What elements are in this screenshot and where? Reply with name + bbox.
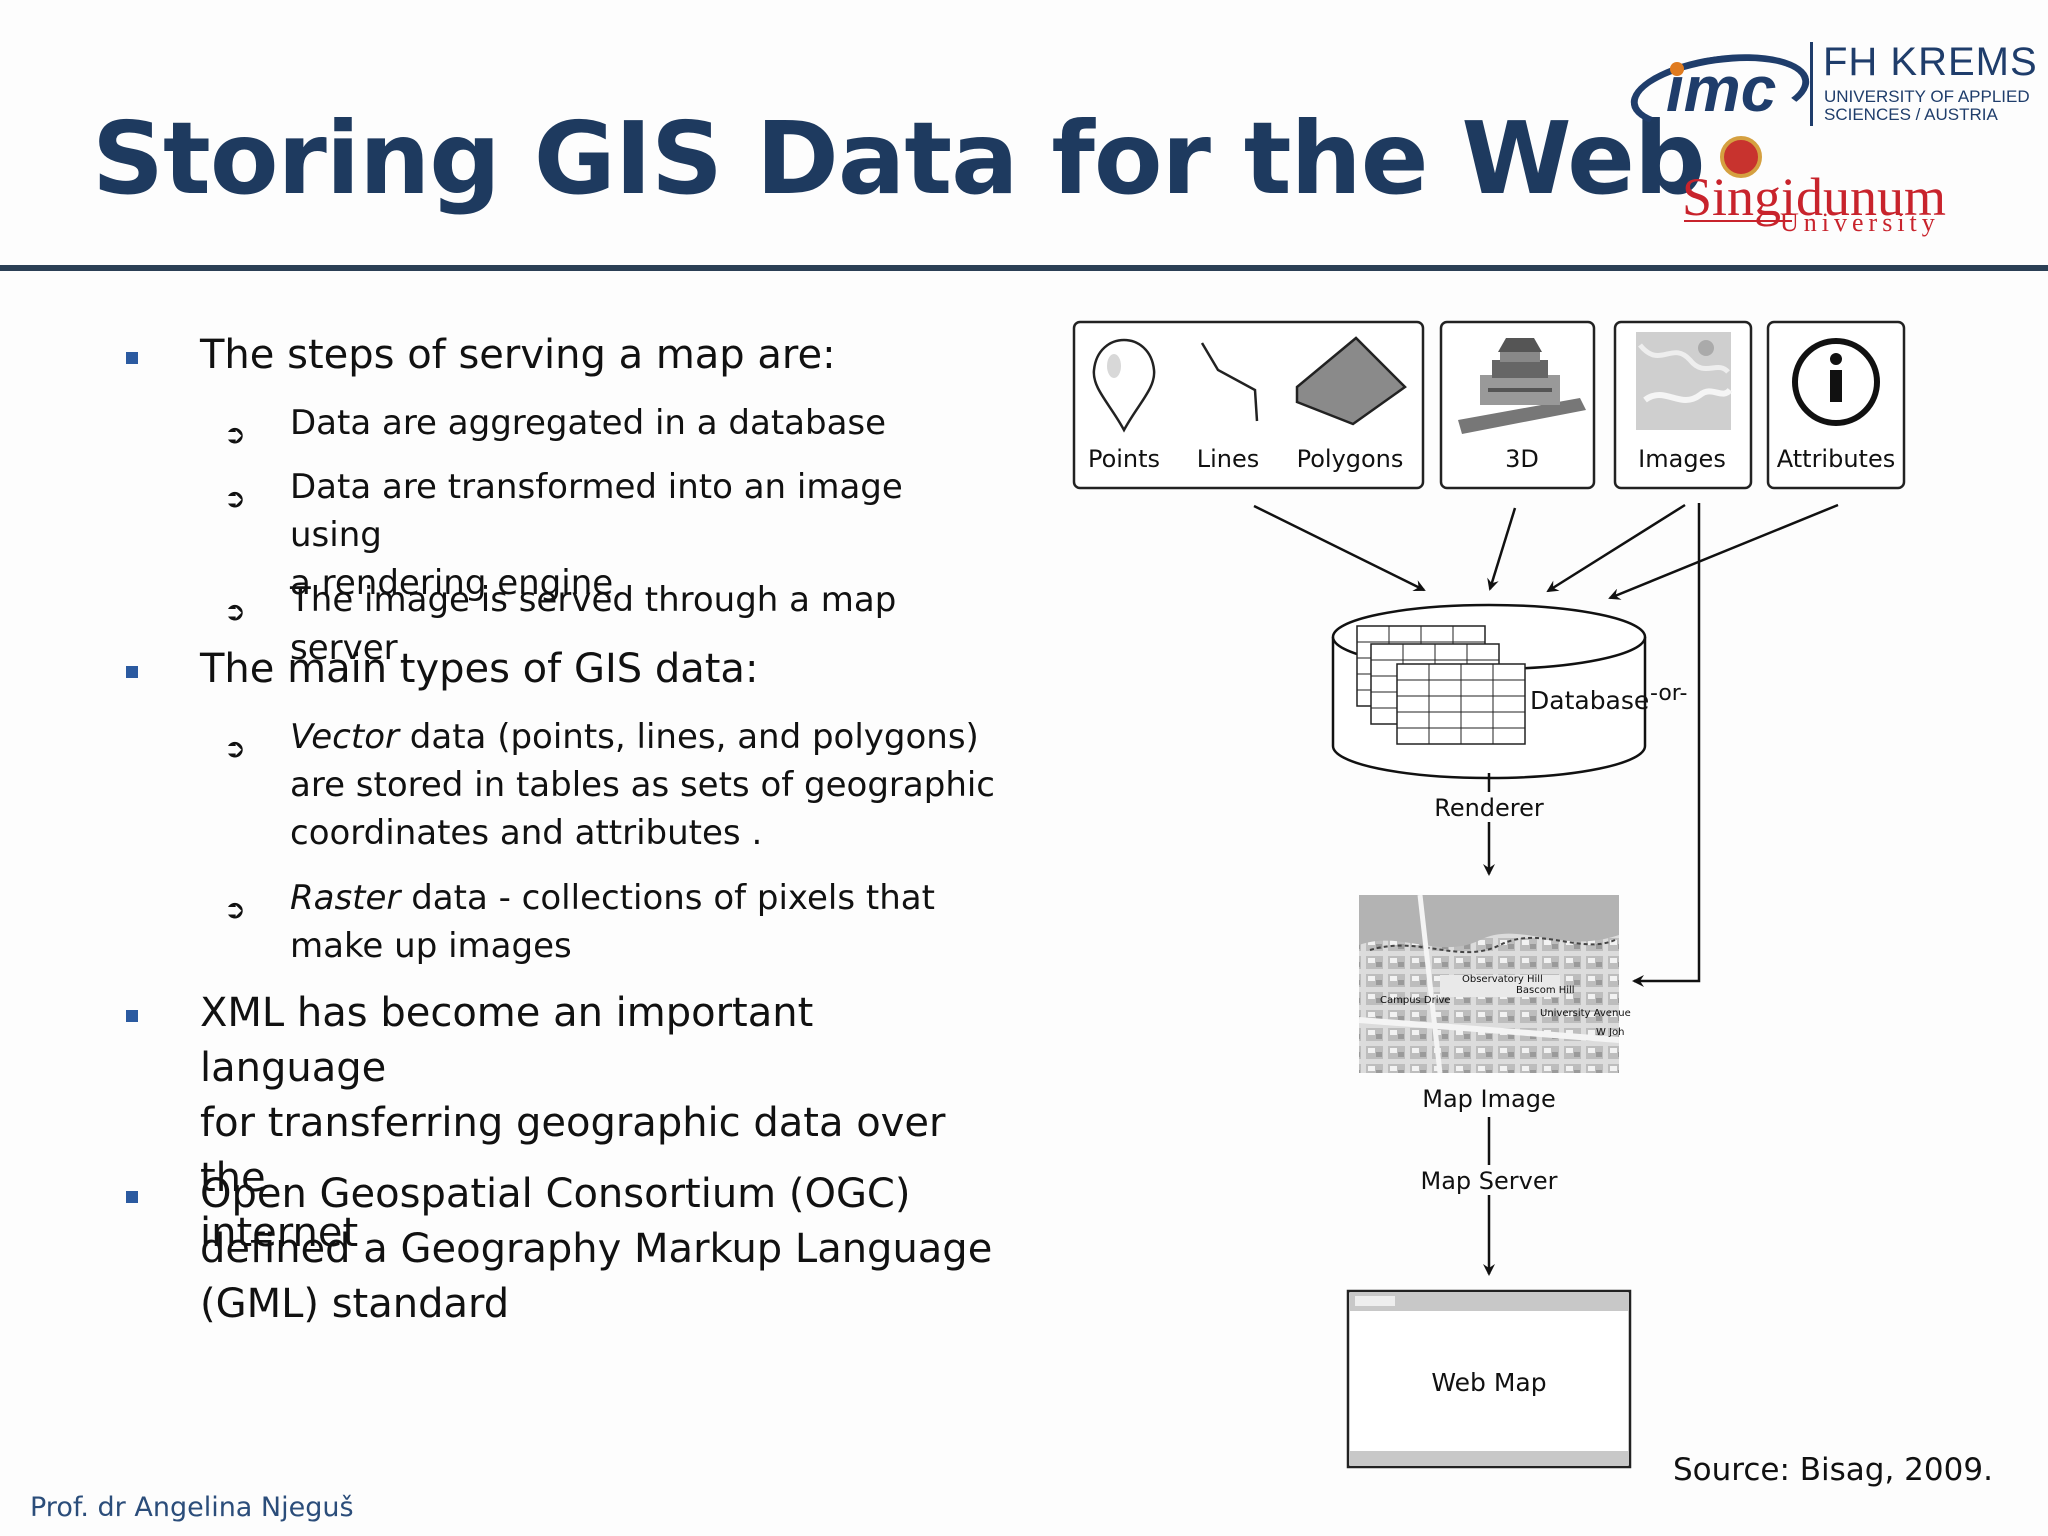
arrow-attributes-to-db xyxy=(1608,503,1839,600)
polygon-icon xyxy=(1295,336,1407,426)
bullet-list: The steps of serving a map are: ➲ Data a… xyxy=(0,0,1000,1400)
label-database: Database xyxy=(1530,686,1649,715)
label-images: Images xyxy=(1638,445,1726,473)
sub-bullet-served: ➲ The image is served through a map serv… xyxy=(224,580,897,668)
label-map-image: Map Image xyxy=(1422,1085,1555,1113)
bullet-ogc: Open Geospatial Consortium (OGC) defined… xyxy=(126,1167,992,1332)
singidunum-emblem-icon xyxy=(1720,136,1762,178)
author-footer: Prof. dr Angelina Njeguš xyxy=(30,1492,354,1523)
raster-image-icon xyxy=(1636,332,1733,430)
label-polygons: Polygons xyxy=(1297,445,1404,473)
arrow-vector-to-db xyxy=(1253,504,1426,592)
database-tables-icon xyxy=(1356,625,1526,745)
svg-text:Observatory Hill: Observatory Hill xyxy=(1462,974,1543,985)
arrow-images-bypass xyxy=(1632,503,1701,987)
web-map-window xyxy=(1346,1289,1632,1469)
label-points: Points xyxy=(1088,445,1160,473)
label-lines: Lines xyxy=(1197,445,1260,473)
bullet-types: The main types of GIS data: xyxy=(126,642,758,697)
slide-title: Storing GIS Data for the Web xyxy=(92,100,1706,217)
sub-bullet-transformed: ➲ Data are transformed into an image usi… xyxy=(224,467,903,603)
label-or: -or- xyxy=(1650,681,1687,706)
label-map-server: Map Server xyxy=(1421,1167,1558,1195)
label-attributes: Attributes xyxy=(1777,445,1895,473)
3d-building-icon xyxy=(1458,338,1586,434)
line-icon xyxy=(1200,342,1259,422)
sub-bullet-vector: ➲ Vector data (points, lines, and polygo… xyxy=(224,717,996,853)
arrow-bullet-icon: ➲ xyxy=(224,484,246,514)
bullet-xml: XML has become an important language for… xyxy=(126,986,1000,1261)
arrow-3d-to-db xyxy=(1487,507,1517,591)
arrow-bullet-icon: ➲ xyxy=(224,420,246,450)
svg-text:W Joh: W Joh xyxy=(1596,1027,1624,1038)
info-icon xyxy=(1792,338,1880,426)
arrow-images-to-db xyxy=(1546,503,1686,593)
svg-text:University Avenue: University Avenue xyxy=(1540,1008,1631,1019)
title-divider xyxy=(0,265,2048,271)
arrow-bullet-icon: ➲ xyxy=(224,895,246,925)
singidunum-subtitle: University xyxy=(1780,208,1940,237)
arrow-bullet-icon: ➲ xyxy=(224,734,246,764)
source-citation: Source: Bisag, 2009. xyxy=(1673,1452,1993,1488)
bullet-marker xyxy=(126,666,138,678)
bullet-marker xyxy=(126,1191,138,1203)
bullet-steps: The steps of serving a map are: xyxy=(126,328,836,383)
fh-krems-subtitle: UNIVERSITY OF APPLIED SCIENCES / AUSTRIA xyxy=(1824,87,2030,124)
label-web-map: Web Map xyxy=(1431,1368,1546,1397)
map-image: Observatory Hill Bascom Hill Campus Driv… xyxy=(1358,894,1631,1074)
svg-text:Bascom Hill: Bascom Hill xyxy=(1516,985,1575,996)
label-3d: 3D xyxy=(1505,445,1539,473)
singidunum-logo: Singidunum xyxy=(1682,167,1947,227)
bullet-marker xyxy=(126,352,138,364)
fh-krems-logo: FH KREMS xyxy=(1823,40,2038,84)
logos: imc FH KREMS UNIVERSITY OF APPLIED SCIEN… xyxy=(1610,30,2037,250)
svg-text:Campus Drive: Campus Drive xyxy=(1380,995,1451,1006)
sub-bullet-raster: ➲ Raster data - collections of pixels th… xyxy=(224,878,935,966)
arrow-bullet-icon: ➲ xyxy=(224,597,246,627)
bullet-marker xyxy=(126,1010,138,1022)
label-renderer: Renderer xyxy=(1434,794,1544,822)
sub-bullet-aggregated: ➲ Data are aggregated in a database xyxy=(224,399,886,450)
imc-logo: imc xyxy=(1625,43,1820,144)
